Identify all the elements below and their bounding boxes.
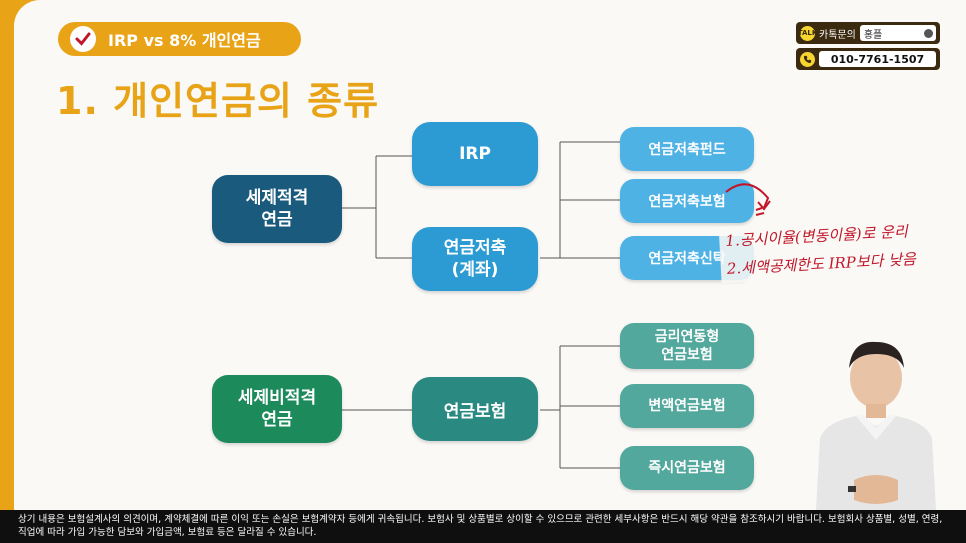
pension-fund-box: 연금저축펀드 (620, 127, 754, 171)
kakao-label: 카톡문의 (819, 29, 856, 41)
kakao-search-field[interactable]: 홍플 (859, 25, 936, 41)
pension-insurance-savings-box: 연금저축보험 (620, 179, 754, 223)
irp-box: IRP (412, 122, 538, 186)
badge-text: IRP vs 8% 개인연금 (108, 31, 261, 50)
legal-disclaimer: 상기 내용은 보험설계사의 의견이며, 계약체결에 따른 이익 또는 손실은 보… (0, 510, 966, 543)
non-eligible-pension-box: 세제비적격 연금 (212, 375, 342, 443)
pension-insurance-savings-label: 연금저축보험 (648, 194, 726, 210)
kakao-value: 홍플 (863, 29, 883, 41)
phone-row: 010-7761-1507 (796, 48, 940, 70)
variable-annuity-label: 변액연금보험 (648, 398, 726, 414)
immediate-annuity-label: 즉시연금보험 (648, 460, 726, 476)
phone-number[interactable]: 010-7761-1507 (819, 51, 936, 67)
rate-linked-box: 금리연동형 연금보험 (620, 323, 754, 369)
immediate-annuity-box: 즉시연금보험 (620, 446, 754, 490)
tax-eligible-pension-box: 세제적격 연금 (212, 175, 342, 243)
handwritten-arrow-icon (725, 183, 771, 216)
irp-label: IRP (459, 144, 491, 164)
pension-trust-label: 연금저축신탁 (648, 251, 726, 267)
kakao-icon: TALK (798, 25, 817, 41)
search-icon[interactable] (924, 28, 933, 38)
non-eligible-label: 세제비적격 연금 (237, 388, 317, 430)
variable-annuity-box: 변액연금보험 (620, 384, 754, 428)
presenter-video (816, 341, 936, 510)
page-title: 1. 개인연금의 종류 (56, 79, 380, 123)
rate-linked-label: 금리연동형 연금보험 (654, 329, 720, 363)
pension-savings-label: 연금저축 (계좌) (443, 238, 507, 280)
handwritten-note: 1.공시이율(변동이율)로 운리 2.세액공제한도 IRP보다 낮음 (718, 216, 923, 284)
check-icon (70, 26, 96, 52)
pension-insurance-box: 연금보험 (412, 377, 538, 441)
pension-fund-label: 연금저축펀드 (648, 142, 726, 158)
tax-eligible-label: 세제적격 연금 (245, 188, 309, 230)
pension-savings-box: 연금저축 (계좌) (412, 227, 538, 291)
pension-insurance-label: 연금보험 (443, 401, 507, 422)
kakao-row: TALK 카톡문의 홍플 (796, 22, 940, 44)
contact-panel: TALK 카톡문의 홍플 010-7761-1507 (796, 22, 940, 74)
phone-icon (800, 51, 815, 67)
topic-badge: IRP vs 8% 개인연금 (58, 22, 301, 56)
